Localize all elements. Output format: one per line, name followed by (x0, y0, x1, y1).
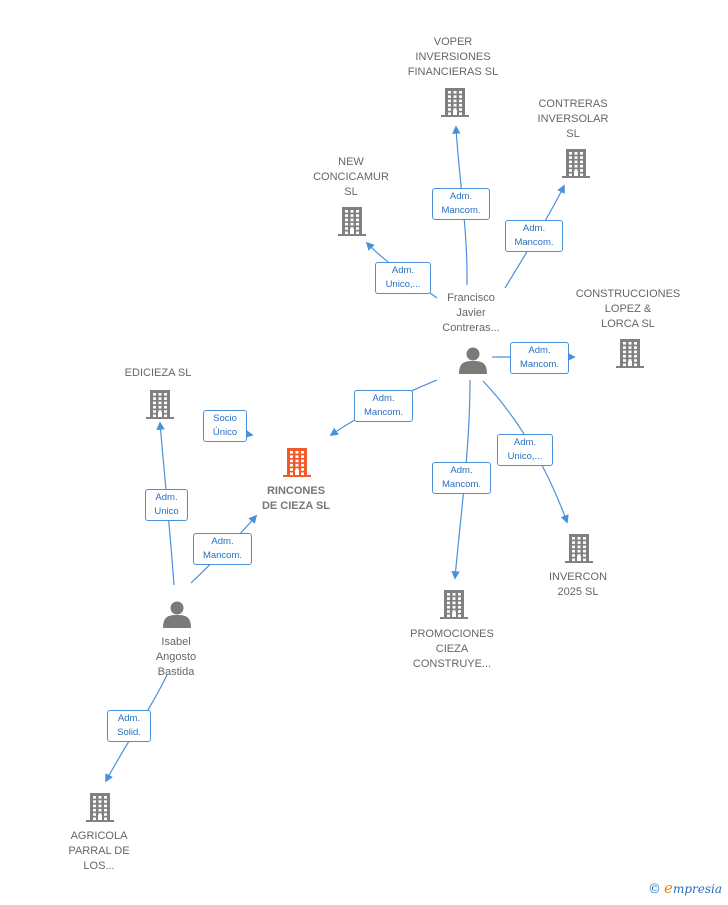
node-label-rincones[interactable]: RINCONES DE CIEZA SL (261, 485, 331, 512)
company-icon-newconc[interactable] (338, 207, 366, 236)
edge-label-newconc[interactable]: Adm. Unico,... (375, 262, 431, 294)
node-label-francisco[interactable]: Francisco Javier Contreras... (442, 292, 500, 334)
empresia-watermark[interactable]: ©empresia (648, 879, 722, 897)
node-label-newconc[interactable]: NEW CONCICAMUR SL (313, 156, 389, 198)
edge-label-promociones[interactable]: Adm. Mancom. (432, 462, 491, 494)
node-label-edicieza[interactable]: EDICIEZA SL (124, 367, 192, 379)
node-label-invercon[interactable]: INVERCON 2025 SL (548, 571, 608, 598)
edge-label-voper[interactable]: Adm. Mancom. (432, 188, 490, 220)
company-icon-agricola[interactable] (86, 793, 114, 822)
node-label-construcciones[interactable]: CONSTRUCCIONES LOPEZ & LORCA SL (575, 288, 681, 330)
edge-label-construcciones[interactable]: Adm. Mancom. (510, 342, 569, 374)
edge-label-edicieza-socio[interactable]: Socio Único (203, 410, 247, 442)
node-label-contreras[interactable]: CONTRERAS INVERSOLAR SL (537, 98, 609, 140)
node-label-isabel[interactable]: Isabel Angosto Bastida (155, 636, 197, 678)
person-icon-francisco[interactable] (459, 347, 487, 375)
edge-label-rincones-i[interactable]: Adm. Mancom. (193, 533, 252, 565)
brand-initial: e (664, 879, 673, 897)
company-icon-rincones[interactable] (283, 448, 311, 477)
edge-label-agricola[interactable]: Adm. Solid. (107, 710, 151, 742)
company-icon-invercon[interactable] (565, 534, 593, 563)
company-icon-promociones[interactable] (440, 590, 468, 619)
edge-label-edicieza[interactable]: Adm. Unico (145, 489, 188, 521)
copyright-icon: © (648, 882, 662, 897)
edge-label-invercon[interactable]: Adm. Unico,... (497, 434, 553, 466)
node-label-voper[interactable]: VOPER INVERSIONES FINANCIERAS SL (407, 36, 499, 78)
person-icon-isabel[interactable] (163, 601, 191, 629)
nodes-layer (86, 88, 644, 822)
brand-name: mpresia (672, 882, 722, 896)
edge-label-rincones-f[interactable]: Adm. Mancom. (354, 390, 413, 422)
node-label-promociones[interactable]: PROMOCIONES CIEZA CONSTRUYE... (410, 628, 494, 670)
company-icon-contreras[interactable] (562, 149, 590, 178)
node-label-agricola[interactable]: AGRICOLA PARRAL DE LOS... (68, 830, 130, 872)
company-icon-construcciones[interactable] (616, 339, 644, 368)
company-icon-voper[interactable] (441, 88, 469, 117)
edge-label-contreras[interactable]: Adm. Mancom. (505, 220, 563, 252)
company-icon-edicieza[interactable] (146, 390, 174, 419)
